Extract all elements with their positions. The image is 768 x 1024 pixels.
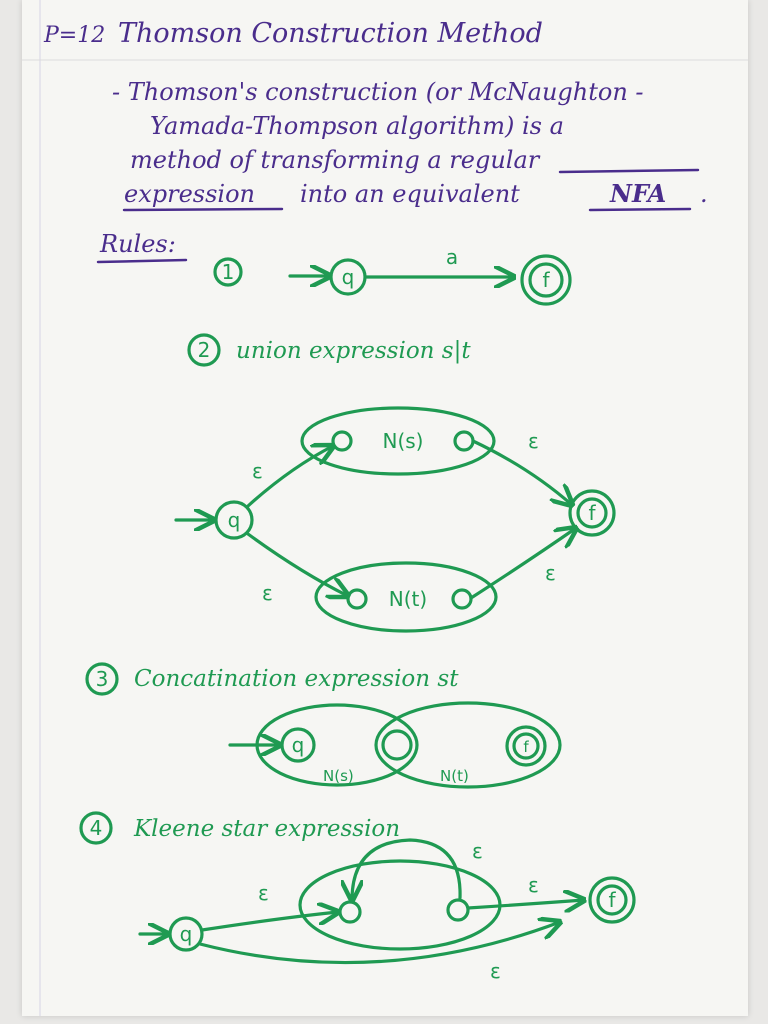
rule-4-inner-start	[338, 900, 362, 924]
rule-4-number-circle	[79, 811, 113, 845]
rule-1-start-label: q	[342, 265, 355, 289]
rule-2-upper-ellipse	[300, 406, 496, 476]
rule-4-number: 4	[90, 816, 103, 840]
rule-4-diagram: 4 Kleene star expression ε q ε ε ε f	[79, 811, 636, 983]
rule-2-upper-label: N(s)	[383, 429, 424, 453]
intro-term-nfa: NFA	[609, 179, 666, 208]
rule-2-number-circle	[187, 333, 221, 367]
rule-2-start-label: q	[228, 508, 241, 532]
rule-2-diagram: 2 union expression s|t N(s) N(t) q ε ε ε…	[174, 333, 616, 633]
rule-3-middle-state	[381, 729, 413, 761]
rule-2-final-outer	[568, 489, 616, 537]
rule-4-eps-skip	[198, 922, 560, 965]
rule-3-left-label: N(s)	[323, 767, 354, 785]
underline-regular	[558, 168, 700, 174]
page-title: Thomson Construction Method	[118, 18, 543, 49]
rule-3-right-label: N(t)	[440, 767, 469, 785]
rule-2-final-label: f	[588, 501, 596, 525]
rule-4-final-inner	[596, 884, 628, 916]
rule-2-eps-upper-out-label: ε	[528, 429, 539, 453]
rule-2-lower-start	[346, 588, 368, 610]
rule-3-right-ellipse	[374, 701, 562, 789]
rule-2-upper-start	[331, 430, 353, 452]
rule-4-start-state	[168, 916, 204, 952]
page-number: P=12	[43, 23, 105, 48]
rule-2-lower-label: N(t)	[389, 587, 427, 611]
rule-4-eps-loop	[352, 838, 462, 900]
rule-1-number-circle	[213, 257, 243, 287]
rule-4-eps-out-label: ε	[528, 873, 539, 897]
rule-4-inner-ellipse	[298, 859, 502, 951]
rules-heading: Rules:	[99, 230, 176, 258]
rule-1-final-outer	[520, 254, 572, 306]
rule-2-lower-end	[451, 588, 473, 610]
rule-1-diagram: 1 q a f	[213, 245, 572, 306]
rule-4-start-label: q	[180, 922, 193, 946]
rule-4-final-outer	[588, 876, 636, 924]
rule-1-final-label: f	[542, 268, 550, 292]
rule-4-inner-end	[446, 898, 470, 922]
rule-4-eps-loop-label: ε	[472, 839, 483, 863]
rule-2-caption: union expression s|t	[236, 338, 471, 364]
rule-1-final-inner	[528, 262, 564, 298]
rule-3-number-circle	[85, 662, 119, 696]
rule-3-start-state	[280, 727, 316, 763]
rule-4-eps-in	[200, 912, 338, 932]
underline-rules	[96, 258, 188, 264]
intro-line-4: into an equivalent	[300, 180, 520, 208]
rule-2-start-state	[214, 500, 254, 540]
rule-2-eps-upper-in-label: ε	[252, 459, 263, 483]
rule-2-number: 2	[198, 338, 211, 362]
rule-2-eps-lower-out-label: ε	[545, 561, 556, 585]
rule-4-eps-skip-label: ε	[490, 959, 501, 983]
intro-line-3: method of transforming a regular	[130, 146, 541, 174]
intro-period: .	[700, 180, 708, 208]
rule-2-eps-upper-in	[246, 446, 333, 508]
rule-2-upper-end	[453, 430, 475, 452]
rule-3-diagram: 3 Concatination expression st q f N(s) N…	[85, 662, 562, 789]
intro-line-1: - Thomson's construction (or McNaughton …	[112, 78, 644, 106]
rule-2-eps-lower-out	[469, 528, 576, 600]
rule-1-symbol: a	[446, 245, 458, 269]
rule-4-final-label: f	[608, 888, 616, 912]
rule-4-caption: Kleene star expression	[133, 816, 400, 842]
rule-3-caption: Concatination expression st	[134, 666, 459, 692]
rule-3-number: 3	[96, 667, 109, 691]
rule-4-eps-in-label: ε	[258, 881, 269, 905]
notebook-page	[22, 0, 748, 1016]
rule-2-final-inner	[576, 497, 608, 529]
rule-3-final-label: f	[523, 738, 529, 756]
rule-3-start-label: q	[292, 733, 305, 757]
rule-2-lower-ellipse	[314, 561, 498, 633]
rule-4-eps-out	[466, 900, 584, 908]
underline-nfa	[588, 207, 692, 212]
rule-2-eps-lower-in-label: ε	[262, 581, 273, 605]
intro-term-expression: expression	[124, 180, 255, 208]
underline-expression	[122, 207, 284, 212]
rule-3-final-outer	[505, 725, 547, 767]
rule-3-final-inner	[512, 732, 540, 760]
rule-2-eps-upper-out	[471, 439, 572, 505]
intro-line-2: Yamada-Thompson algorithm) is a	[150, 112, 564, 140]
rule-1-number: 1	[222, 260, 235, 284]
rule-2-eps-lower-in	[246, 532, 348, 596]
